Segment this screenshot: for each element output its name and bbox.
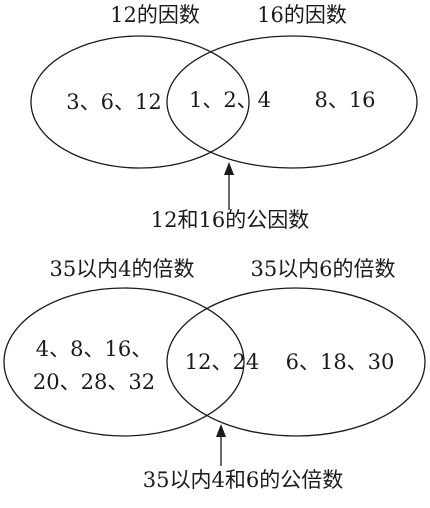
diagram-1-caption: 12和16的公因数 (151, 208, 309, 232)
venn-diagram-1: 12的因数 16的因数 3、6、12 1、2、4 8、16 12和16的公因数 (30, 3, 418, 232)
diagram-2-left-only-values-line-2: 20、28、32 (33, 370, 155, 394)
diagram-1-arrow-head-icon (224, 162, 234, 175)
diagram-1-right-only-values: 8、16 (314, 88, 375, 112)
diagram-2-arrow-head-icon (216, 424, 226, 437)
diagram-2-intersection-values: 12、24 (185, 350, 259, 374)
diagram-1-intersection-values: 1、2、4 (189, 88, 271, 112)
diagram-1-left-title: 12的因数 (110, 3, 200, 27)
diagram-2-left-ellipse (3, 287, 245, 437)
diagram-2-left-title: 35以内4的倍数 (49, 257, 194, 281)
diagram-1-left-only-values: 3、6、12 (66, 90, 161, 114)
venn-diagram-2: 35以内4的倍数 35以内6的倍数 4、8、16、 20、28、32 12、24… (3, 257, 426, 492)
diagram-2-right-only-values: 6、18、30 (286, 350, 395, 374)
diagram-2-right-ellipse (166, 287, 426, 437)
diagram-2-caption: 35以内4和6的公倍数 (143, 468, 343, 492)
diagram-2-right-title: 35以内6的倍数 (250, 257, 395, 281)
diagram-1-left-ellipse (30, 35, 250, 169)
diagram-1-right-title: 16的因数 (257, 3, 347, 27)
diagram-2-left-only-values-line-1: 4、8、16、 (36, 337, 152, 361)
diagram-1-right-ellipse (166, 35, 418, 169)
